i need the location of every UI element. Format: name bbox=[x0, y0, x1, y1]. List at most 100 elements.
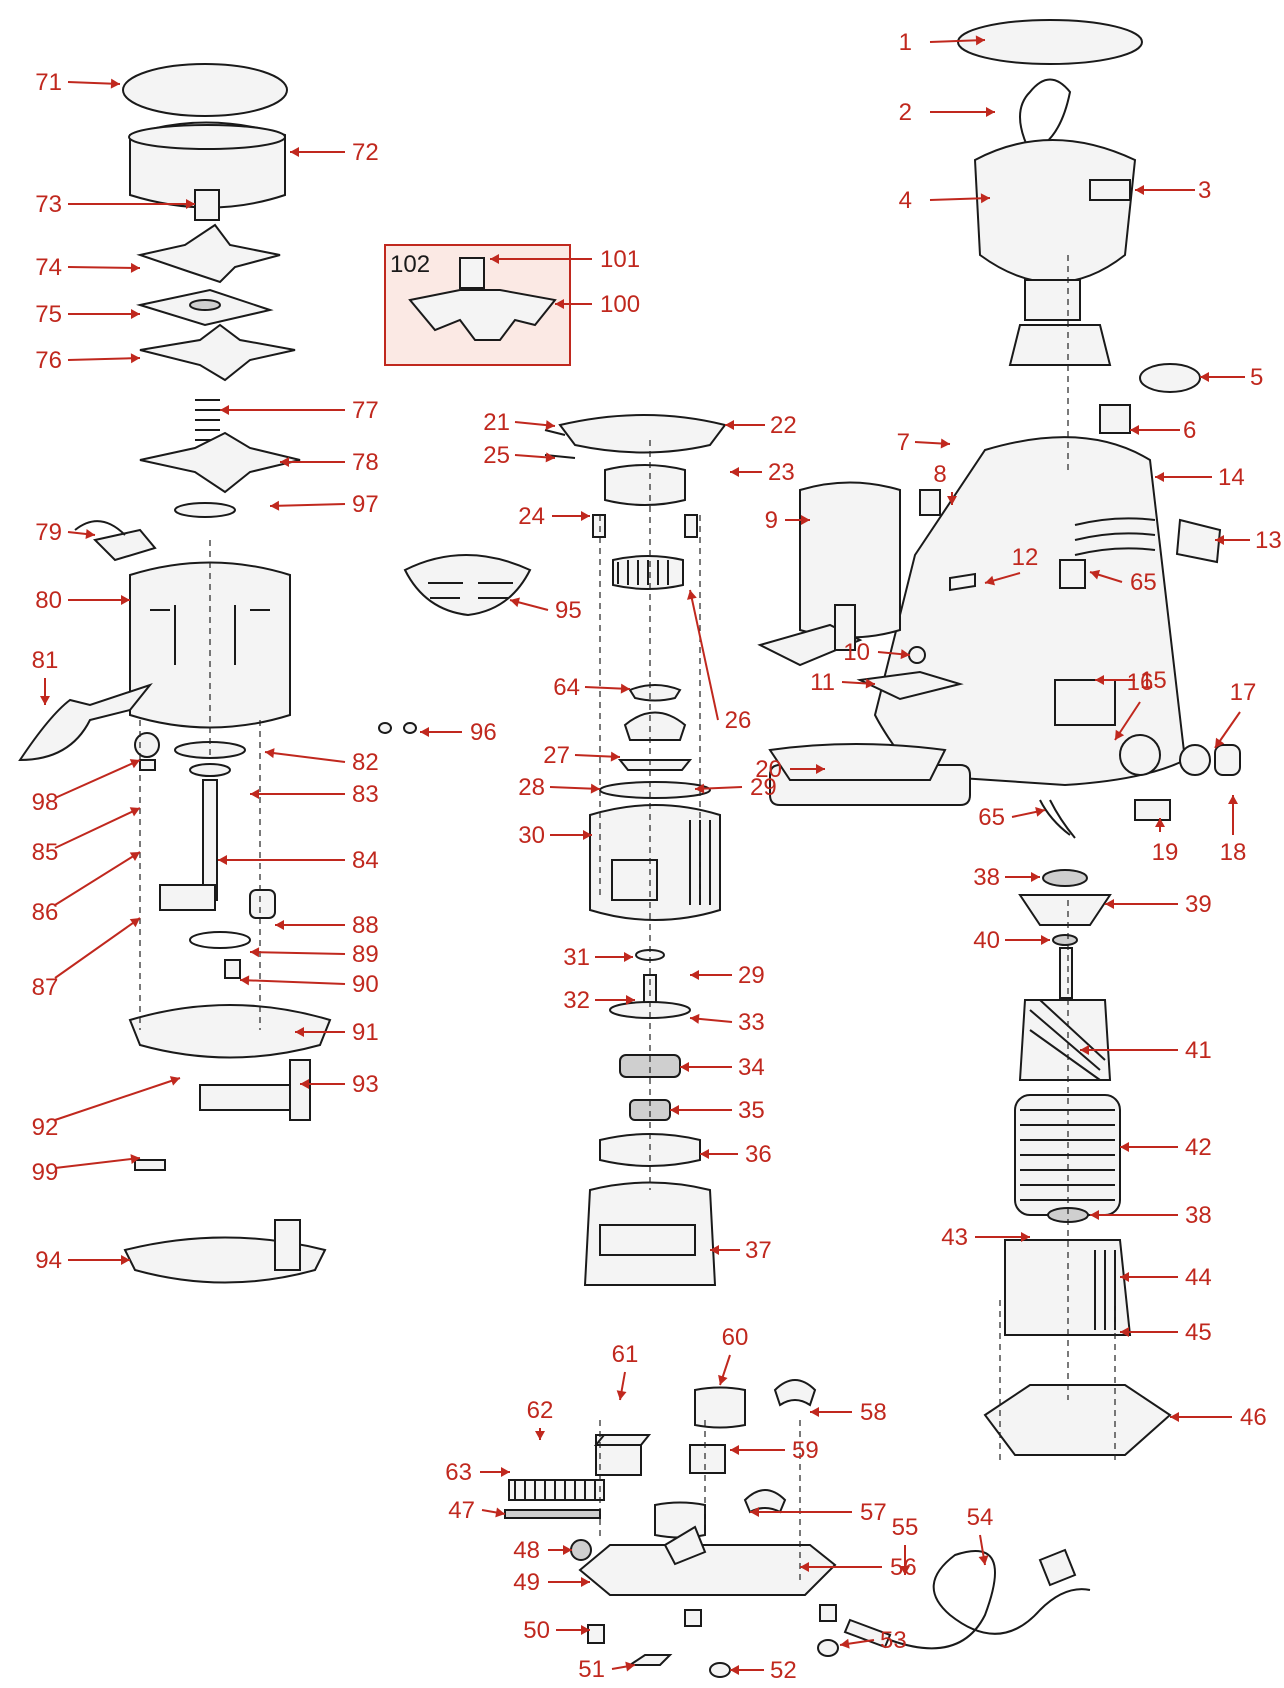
callout-arrowhead bbox=[218, 855, 227, 865]
callout-arrowhead bbox=[250, 789, 259, 799]
callout-number: 65 bbox=[1130, 569, 1157, 596]
callout-8: 8 bbox=[933, 461, 957, 505]
callout-arrowhead bbox=[186, 199, 195, 209]
callout-arrowhead bbox=[1090, 569, 1101, 580]
callout-number: 30 bbox=[518, 822, 545, 849]
callout-number: 74 bbox=[35, 254, 62, 281]
callout-number: 91 bbox=[352, 1019, 379, 1046]
callout-number: 19 bbox=[1152, 839, 1179, 866]
callout-21: 21 bbox=[483, 409, 556, 436]
callout-14: 14 bbox=[1155, 464, 1245, 491]
callout-number: 3 bbox=[1198, 177, 1211, 204]
callout-number: 10 bbox=[843, 639, 870, 666]
callout-number: 49 bbox=[513, 1569, 540, 1596]
callout-79: 79 bbox=[35, 519, 96, 546]
callout-leader-line bbox=[269, 503, 346, 507]
callout-87: 87 bbox=[32, 917, 141, 1001]
callout-number: 43 bbox=[941, 1224, 968, 1251]
callout-35: 35 bbox=[670, 1097, 765, 1124]
callout-number: 63 bbox=[445, 1459, 472, 1486]
callout-number: 38 bbox=[973, 864, 1000, 891]
callout-arrowhead bbox=[110, 78, 120, 89]
callout-number: 100 bbox=[600, 291, 640, 318]
callout-78: 78 bbox=[280, 449, 379, 476]
callout-number: 4 bbox=[899, 187, 912, 214]
callout-13: 13 bbox=[1215, 527, 1282, 554]
callout-93: 93 bbox=[300, 1071, 379, 1098]
callout-39: 39 bbox=[1105, 891, 1212, 918]
callout-arrowhead bbox=[1215, 737, 1225, 748]
callout-number: 76 bbox=[35, 347, 62, 374]
callout-number: 83 bbox=[352, 781, 379, 808]
callout-36: 36 bbox=[700, 1141, 772, 1168]
callout-88: 88 bbox=[275, 912, 379, 939]
callout-number: 77 bbox=[352, 397, 379, 424]
callout-number: 24 bbox=[518, 503, 545, 530]
callout-arrowhead bbox=[670, 1105, 679, 1115]
callout-arrowhead bbox=[1080, 1045, 1089, 1055]
callout-number: 53 bbox=[880, 1627, 907, 1654]
callout-arrowhead bbox=[620, 683, 630, 694]
callout-arrowhead bbox=[1095, 675, 1104, 685]
callout-arrowhead bbox=[625, 1661, 635, 1672]
callout-arrowhead bbox=[1031, 872, 1040, 882]
callout-20: 20 bbox=[755, 756, 825, 783]
callout-arrowhead bbox=[130, 1154, 140, 1165]
callout-75: 75 bbox=[35, 301, 140, 328]
callout-arrowhead bbox=[710, 1245, 719, 1255]
callout-number: 45 bbox=[1185, 1319, 1212, 1346]
callout-arrowhead bbox=[1120, 1327, 1129, 1337]
callout-number: 80 bbox=[35, 587, 62, 614]
callout-91: 91 bbox=[295, 1019, 379, 1046]
callout-leader-line bbox=[54, 759, 141, 799]
callout-38: 38 bbox=[1090, 1202, 1212, 1229]
callout-19: 19 bbox=[1152, 818, 1179, 866]
callout-arrowhead bbox=[265, 748, 275, 759]
callout-arrowhead bbox=[545, 420, 555, 431]
callout-number: 51 bbox=[578, 1656, 605, 1683]
callout-18: 18 bbox=[1220, 795, 1246, 866]
callout-32: 32 bbox=[563, 987, 635, 1014]
callout-number: 62 bbox=[527, 1397, 554, 1424]
callout-number: 64 bbox=[553, 674, 580, 701]
callout-arrowhead bbox=[626, 995, 635, 1005]
callout-number: 44 bbox=[1185, 1264, 1212, 1291]
callout-29: 29 bbox=[690, 962, 765, 989]
callout-number: 36 bbox=[745, 1141, 772, 1168]
callout-arrowhead bbox=[240, 975, 250, 986]
callout-arrowhead bbox=[980, 193, 990, 204]
callout-arrowhead bbox=[865, 678, 875, 689]
callout-arrowhead bbox=[535, 1431, 545, 1440]
callout-number: 56 bbox=[890, 1554, 917, 1581]
callout-leader-line bbox=[67, 266, 141, 269]
callout-100: 100 bbox=[555, 291, 640, 318]
callout-number: 27 bbox=[543, 742, 570, 769]
callout-arrowhead bbox=[129, 807, 140, 817]
callout-16: 16 bbox=[1114, 669, 1153, 741]
callout-arrowhead bbox=[725, 420, 734, 430]
callout-arrowhead bbox=[490, 254, 499, 264]
callout-leader-line bbox=[249, 951, 346, 955]
callout-number: 85 bbox=[32, 839, 59, 866]
callout-27: 27 bbox=[543, 742, 621, 769]
callout-number: 1 bbox=[899, 29, 912, 56]
callout-number: 90 bbox=[352, 971, 379, 998]
callout-arrowhead bbox=[1120, 1142, 1129, 1152]
callout-101: 101 bbox=[490, 246, 640, 273]
callout-number: 84 bbox=[352, 847, 379, 874]
callout-1: 1 bbox=[899, 29, 986, 56]
callout-arrowhead bbox=[1041, 935, 1050, 945]
callout-arrowhead bbox=[129, 918, 140, 928]
callout-arrowhead bbox=[581, 1625, 590, 1635]
callout-arrowhead bbox=[583, 830, 592, 840]
callout-number: 5 bbox=[1250, 364, 1263, 391]
callout-arrowhead bbox=[563, 1545, 572, 1555]
callout-number: 2 bbox=[899, 99, 912, 126]
callout-arrowhead bbox=[730, 1665, 739, 1675]
callout-72: 72 bbox=[290, 139, 379, 166]
callout-number: 99 bbox=[32, 1159, 59, 1186]
callout-arrowhead bbox=[718, 1374, 728, 1385]
callout-57: 57 bbox=[750, 1499, 887, 1526]
